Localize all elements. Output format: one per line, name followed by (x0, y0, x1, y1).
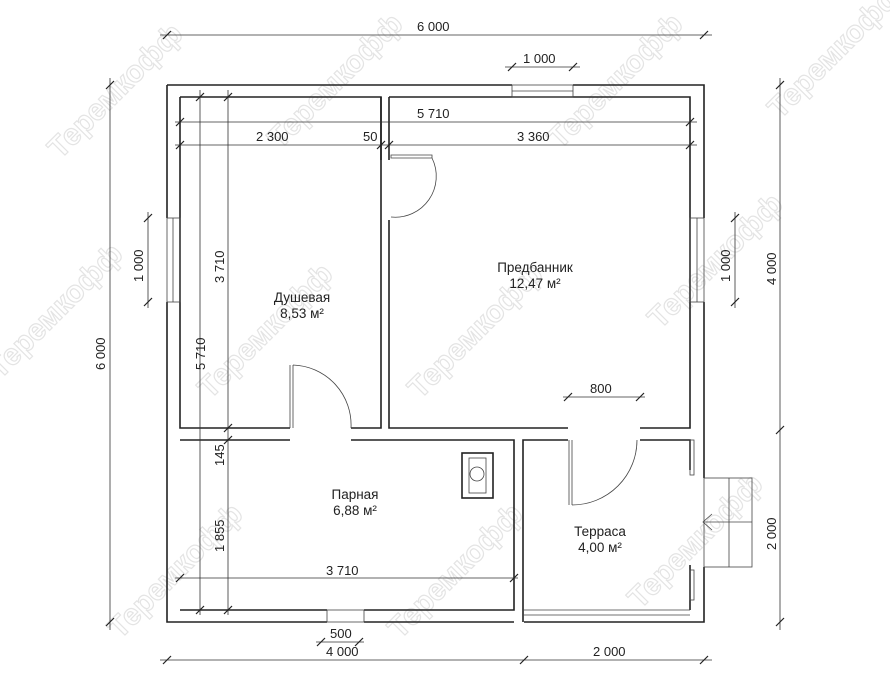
dim-steam-width: 3 710 (326, 563, 359, 578)
room-area-steam: 6,88 м² (333, 503, 377, 518)
dim-top-total: 6 000 (417, 19, 450, 34)
room-area-shower: 8,53 м² (280, 306, 324, 321)
dim-bottom-left: 4 000 (326, 644, 359, 659)
svg-text:Теремкофф: Теремкофф (102, 497, 250, 645)
room-area-anteroom: 12,47 м² (509, 276, 561, 291)
dim-anteroom-width: 3 360 (517, 129, 550, 144)
dim-steam-depth: 1 855 (212, 519, 227, 552)
svg-text:Теремкофф: Теремкофф (762, 0, 890, 125)
room-name-steam: Парная (332, 487, 379, 502)
dim-inner-width: 5 710 (417, 106, 450, 121)
dim-bottom-window: 500 (330, 626, 352, 641)
room-name-terrace: Терраса (574, 524, 626, 539)
room-labels: Душевая 8,53 м² Предбанник 12,47 м² Парн… (274, 260, 627, 555)
svg-text:Теремкофф: Теремкофф (622, 467, 770, 615)
room-name-anteroom: Предбанник (497, 260, 573, 275)
dim-shower-width: 2 300 (256, 129, 289, 144)
dimension-lines (105, 30, 785, 665)
dim-partition: 50 (363, 129, 377, 144)
windows (166, 84, 705, 623)
room-area-terrace: 4,00 м² (578, 540, 622, 555)
doors (289, 154, 638, 506)
dim-left-total: 6 000 (93, 337, 108, 370)
dimension-labels: 6 000 1 000 5 710 2 300 50 3 360 800 3 7… (93, 19, 779, 659)
dim-left-window: 1 000 (131, 249, 146, 282)
dim-bottom-right: 2 000 (593, 644, 626, 659)
terrace-posts (689, 439, 695, 601)
dim-right-upper: 4 000 (764, 252, 779, 285)
svg-text:Теремкофф: Теремкофф (382, 497, 530, 645)
dim-wall-gap: 145 (212, 444, 227, 466)
room-name-shower: Душевая (274, 290, 330, 305)
dim-right-window: 1 000 (718, 249, 733, 282)
dim-right-lower: 2 000 (764, 517, 779, 550)
dim-door-width: 800 (590, 381, 612, 396)
steps-icon (702, 477, 753, 568)
dim-shower-depth: 3 710 (212, 250, 227, 283)
svg-text:Теремкофф: Теремкофф (542, 7, 690, 155)
dim-top-window: 1 000 (523, 51, 556, 66)
stove-icon (461, 452, 494, 499)
dim-left-inner: 5 710 (193, 337, 208, 370)
